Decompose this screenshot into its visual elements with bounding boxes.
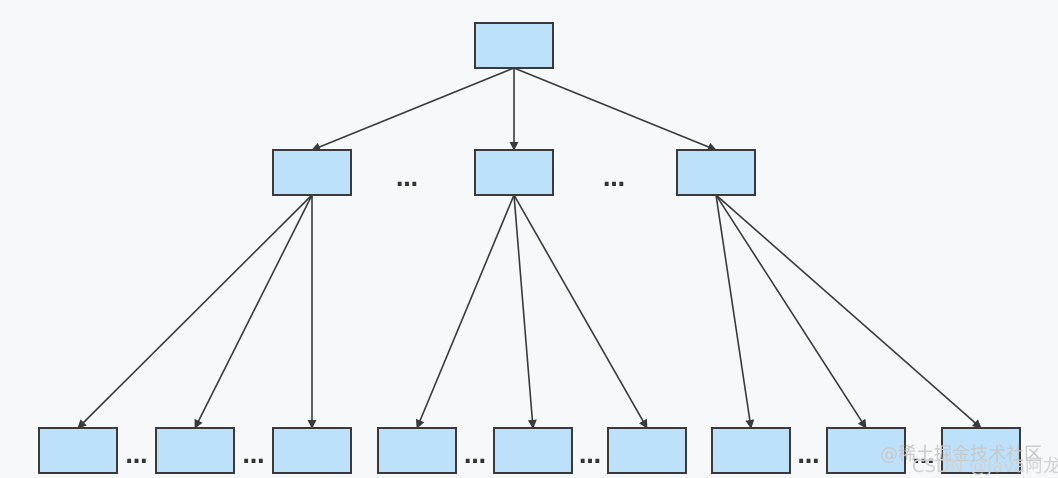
edge-level2-2-to-leaf-1 [415,194,515,429]
edge-level2-2-to-leaf-2 [513,194,537,429]
leaf-node-2-3 [607,427,687,474]
leaf-node-1-1 [38,427,118,474]
edge-root-to-level2-1 [311,67,515,152]
leaf-node-2-1 [377,427,457,474]
ellipsis-level2-2: … [603,167,625,192]
ellipsis-leaf-2: … [243,444,265,469]
ellipsis-leaf-4: … [579,444,601,469]
edge-level2-3-to-leaf-2 [715,194,867,429]
level2-node-2 [474,149,554,196]
leaf-node-1-3 [272,427,352,474]
level2-node-1 [272,149,352,196]
ellipsis-leaf-3: … [464,444,486,469]
ellipsis-leaf-1: … [126,444,148,469]
root-node [474,22,554,69]
level2-node-3 [676,149,756,196]
leaf-node-2-2 [493,427,573,474]
edge-level2-3-to-leaf-1 [715,194,755,429]
watermark-line2: CSDN @Java阿龙 [912,456,1058,477]
leaf-node-1-2 [155,427,235,474]
edge-level2-1-to-leaf-1 [77,194,313,429]
edge-level2-3-to-leaf-3 [715,194,982,429]
edge-level2-1-to-leaf-2 [194,194,313,429]
edge-root-to-level2-3 [513,67,717,152]
leaf-node-3-2 [826,427,906,474]
ellipsis-leaf-5: … [798,444,820,469]
leaf-node-3-1 [711,427,791,474]
ellipsis-leaf-6: … [913,444,935,469]
ellipsis-level2-1: … [396,167,418,192]
leaf-node-3-3 [941,427,1021,474]
edge-level2-2-to-leaf-3 [513,194,648,429]
watermark-line1: @稀土掘金技术社区 [880,444,1042,465]
